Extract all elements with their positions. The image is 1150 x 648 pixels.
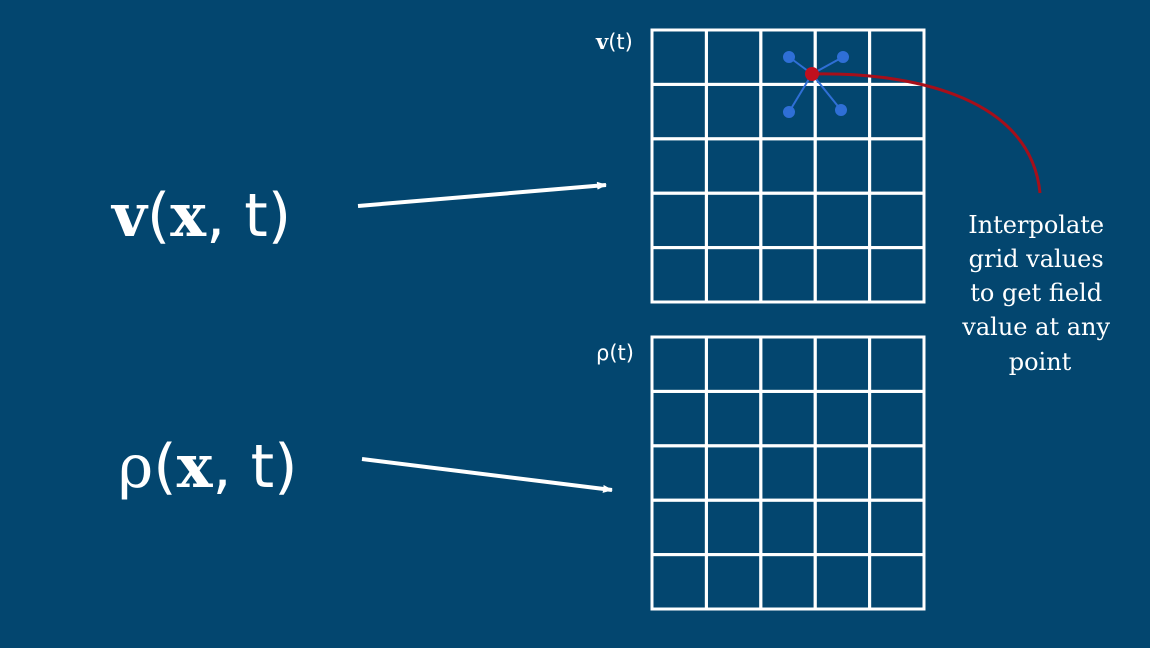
density-grid: [650, 335, 926, 611]
velocity-grid-cell-r3-c4: [813, 137, 872, 195]
density-grid-cell-r5-c3: [759, 553, 817, 611]
velocity-grid-cell-r5-c5: [868, 246, 926, 304]
density-grid-cell-r2-c4: [813, 389, 872, 448]
density-grid-cell-r5-c5: [868, 553, 926, 611]
density-symbol: ρ: [118, 432, 153, 502]
density-grid-cell-r1-c4: [813, 335, 872, 393]
velocity-grid-label-symbol: v: [595, 29, 609, 54]
velocity-grid-cell-r5-c1: [650, 246, 708, 304]
velocity-grid-cell-r3-c5: [868, 137, 926, 195]
velocity-grid-cell-r4-c3: [759, 191, 817, 250]
velocity-grid-cell-r4-c1: [650, 191, 708, 250]
density-grid-cell-r4-c3: [759, 498, 817, 557]
velocity-grid-cell-r5-c3: [759, 246, 817, 304]
velocity-grid-label-time: (t): [608, 30, 633, 54]
stencil-link-bottom-left: [788, 73, 813, 113]
callout-curve: [811, 72, 1042, 194]
density-time-args: , t): [212, 432, 297, 502]
velocity-field-equation: v(x, t): [110, 181, 291, 251]
neighbor-node-top-right: [837, 51, 849, 63]
velocity-grid-label: v(t): [595, 29, 633, 54]
interpolation-stencil: [783, 51, 849, 118]
density-grid-cell-r4-c4: [813, 498, 872, 557]
velocity-grid-cell-r4-c5: [868, 191, 926, 250]
density-grid-cell-r5-c4: [813, 553, 872, 611]
note-line-4: value at any: [961, 313, 1110, 341]
velocity-position-symbol: x: [170, 181, 207, 251]
density-grid-cell-r3-c5: [868, 444, 926, 502]
density-grid-cell-r2-c5: [868, 389, 926, 448]
density-arrow: [361, 457, 613, 493]
velocity-grid-cell-r5-c4: [813, 246, 872, 304]
density-grid-cell-r4-c5: [868, 498, 926, 557]
density-grid-cell-r3-c2: [704, 444, 763, 502]
velocity-grid-cell-r1-c1: [650, 28, 708, 86]
density-grid-cell-r1-c5: [868, 335, 926, 393]
density-grid-cell-r3-c4: [813, 444, 872, 502]
sample-point: [805, 67, 819, 81]
velocity-grid-cell-r3-c1: [650, 137, 708, 195]
density-grid-cell-r2-c2: [704, 389, 763, 448]
density-grid-cell-r1-c1: [650, 335, 708, 393]
density-field-equation: ρ(x, t): [118, 432, 298, 502]
density-grid-cell-r1-c3: [759, 335, 817, 393]
note-line-5: point: [1009, 348, 1072, 376]
velocity-arrow: [357, 181, 607, 208]
neighbor-node-top-left: [783, 51, 795, 63]
note-line-1: Interpolate: [968, 211, 1104, 239]
velocity-time-args: , t): [206, 181, 291, 251]
velocity-grid: [650, 28, 926, 304]
velocity-grid-cell-r5-c2: [704, 246, 763, 304]
velocity-symbol: v: [110, 181, 149, 251]
density-position-symbol: x: [177, 432, 214, 502]
density-grid-cell-r1-c2: [704, 335, 763, 393]
density-grid-cell-r3-c1: [650, 444, 708, 502]
interpolation-note: Interpolate grid values to get field val…: [961, 211, 1117, 376]
stencil-link-bottom-right: [811, 73, 842, 111]
velocity-grid-cell-r2-c5: [868, 82, 926, 141]
neighbor-node-bottom-left: [783, 106, 795, 118]
velocity-grid-cell-r2-c2: [704, 82, 763, 141]
velocity-open-paren: (: [147, 181, 170, 251]
density-open-paren: (: [153, 432, 176, 502]
density-grid-cell-r4-c1: [650, 498, 708, 557]
density-grid-cell-r5-c2: [704, 553, 763, 611]
density-grid-cell-r2-c1: [650, 389, 708, 448]
neighbor-node-bottom-right: [835, 104, 847, 116]
density-grid-cell-r4-c2: [704, 498, 763, 557]
velocity-grid-cell-r1-c2: [704, 28, 763, 86]
density-grid-cell-r3-c3: [759, 444, 817, 502]
velocity-grid-cell-r3-c2: [704, 137, 763, 195]
velocity-grid-cell-r4-c4: [813, 191, 872, 250]
note-line-3: to get field: [970, 279, 1102, 307]
velocity-grid-cell-r2-c1: [650, 82, 708, 141]
velocity-grid-cell-r4-c2: [704, 191, 763, 250]
density-grid-cell-r2-c3: [759, 389, 817, 448]
note-line-2: grid values: [969, 245, 1104, 273]
density-grid-label: ρ(t): [596, 341, 634, 365]
density-grid-cell-r5-c1: [650, 553, 708, 611]
velocity-grid-cell-r3-c3: [759, 137, 817, 195]
